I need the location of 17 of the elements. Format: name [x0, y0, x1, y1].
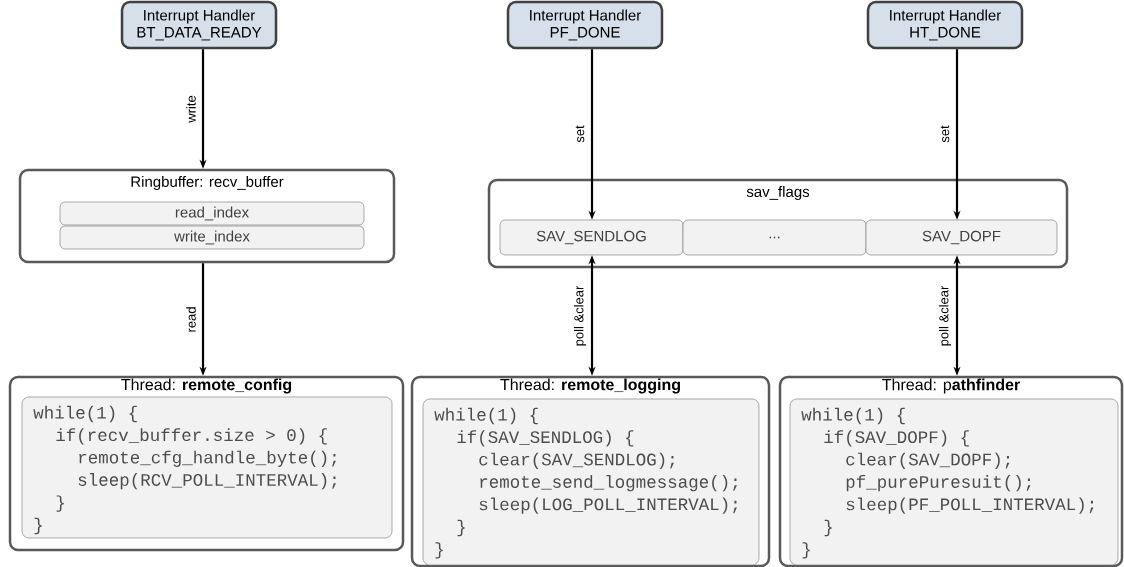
- field-cell: write_index: [59, 225, 365, 250]
- edge-label: set: [574, 124, 586, 144]
- code-block: while(1) { if(SAV_SENDLOG) { clear(SAV_SENDLOG); remote_send_logmessage(); sleep(LOG_POLL_INTERVAL); } }: [422, 398, 760, 566]
- field-cell: SAV_SENDLOG: [499, 219, 684, 256]
- edge-label: write: [185, 94, 197, 124]
- edge-label: read: [185, 305, 197, 334]
- edge-label: set: [939, 124, 951, 144]
- edge-label: poll &clear: [937, 284, 953, 348]
- code-block: while(1) { if(SAV_DOPF) { clear(SAV_DOPF); pf_purePuresuit(); sleep(PF_POLL_INTERVAL); } }: [789, 398, 1119, 566]
- interrupt-handler-box: Interrupt Handler BT_DATA_READY: [120, 0, 278, 50]
- edge-label: poll &clear: [572, 284, 588, 348]
- interrupt-handler-box: Interrupt Handler HT_DONE: [866, 0, 1024, 50]
- field-cell: read_index: [59, 201, 365, 226]
- field-cell: SAV_DOPF: [865, 219, 1058, 256]
- interrupt-handler-box: Interrupt Handler PF_DONE: [506, 0, 664, 50]
- field-cell: ...: [682, 219, 867, 256]
- code-block: while(1) { if(recv_buffer.size > 0) { remote_cfg_handle_byte(); sleep(RCV_POLL_INTERVAL); } }: [21, 396, 393, 539]
